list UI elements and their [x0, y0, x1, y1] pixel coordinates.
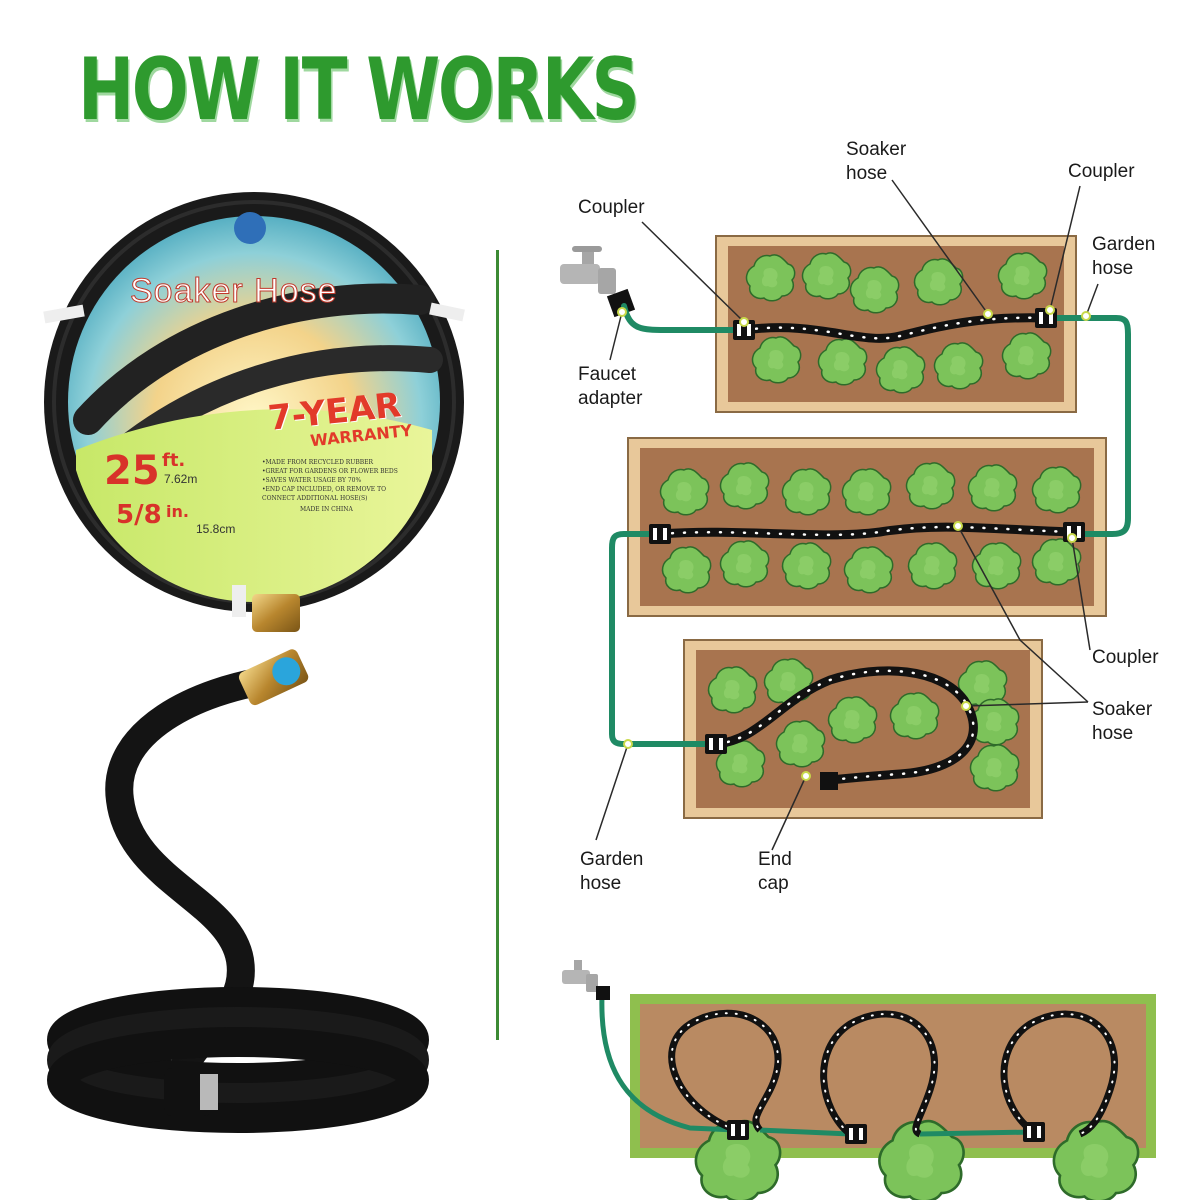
label-faucet-adapter: Faucet adapter: [578, 364, 643, 409]
faucet-adapter: [596, 986, 610, 1000]
raised-bed-3: [683, 639, 1043, 819]
feature-item: •Made from recycled rubber: [262, 459, 374, 466]
end-cap-icon: [820, 772, 838, 790]
label-coupler: Coupler: [1068, 161, 1135, 182]
label-garden-hose: Garden hose: [580, 849, 644, 894]
hose-bottom-coil: [47, 1027, 429, 1133]
label-soaker-hose: Soaker hose: [846, 139, 907, 184]
label-coupler: Coupler: [1092, 647, 1159, 668]
coupler-icon: [649, 524, 671, 544]
label-coupler: Coupler: [578, 197, 645, 218]
length-metric: 7.62m: [164, 472, 198, 486]
feature-item: •End cap included, or remove to connect …: [262, 486, 387, 502]
diameter-value: 5/8: [116, 500, 162, 530]
length-value: 25: [104, 448, 160, 494]
length-unit: ft.: [162, 450, 186, 471]
faucet-icon: [560, 246, 616, 294]
product-name: Soaker Hose: [130, 272, 338, 311]
coupler-icon: [1023, 1122, 1045, 1142]
page-title: HOW IT WORKS: [78, 40, 640, 140]
coupler-icon: [705, 734, 727, 754]
label-end-cap: End cap: [758, 849, 792, 894]
diameter-metric: 15.8cm: [196, 522, 236, 536]
faucet-icon: [562, 960, 598, 992]
vertical-divider: [496, 250, 499, 1040]
diameter-unit: in.: [166, 502, 189, 521]
feature-item: •Saves water usage by 70%: [262, 477, 362, 484]
feature-list: •Made from recycled rubber •Great for ga…: [262, 458, 410, 503]
callout-lines: [595, 179, 1099, 851]
brand-logo: [234, 212, 266, 244]
feature-item: •Great for gardens or flower beds: [262, 468, 398, 475]
coupler-icon: [727, 1120, 749, 1140]
raised-bed-long: [630, 994, 1156, 1200]
coupler-icon: [845, 1124, 867, 1144]
label-garden-hose: Garden hose: [1092, 234, 1156, 279]
male-connector: [252, 594, 300, 632]
garden-hose: [599, 995, 1035, 1137]
made-in: Made in China: [300, 506, 353, 513]
label-soaker-hose: Soaker hose: [1092, 699, 1153, 744]
